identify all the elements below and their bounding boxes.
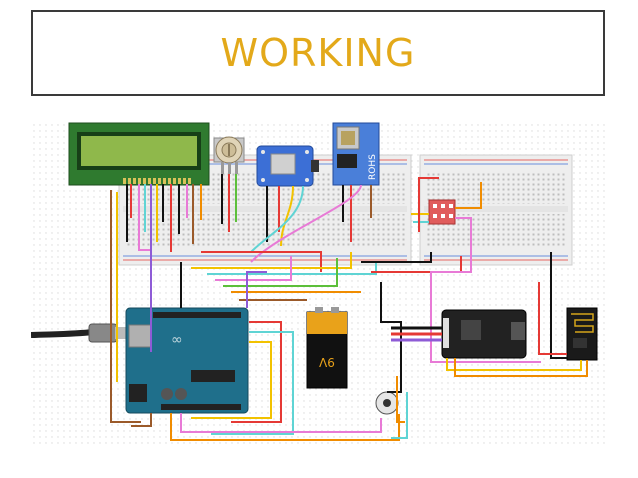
battery-label: 9V [318, 355, 335, 369]
wires [110, 174, 588, 441]
slide-title: WORKING [220, 31, 416, 75]
circuit-svg: ROHS ∞ 9V [30, 122, 607, 448]
potentiometer [213, 136, 245, 174]
title-box: WORKING [31, 10, 605, 96]
level-shifter [428, 199, 456, 225]
audio-module [441, 309, 527, 359]
nrf24-module [566, 307, 598, 361]
svg-text:∞: ∞ [171, 332, 183, 348]
sim-module-label: ROHS [368, 154, 378, 180]
sim-module: ROHS [332, 122, 380, 186]
battery-9v: 9V [306, 307, 348, 389]
vibration-motor [375, 391, 399, 415]
lcd-display [68, 122, 210, 186]
circuit-diagram: ROHS ∞ 9V [30, 122, 607, 448]
gps-module [256, 145, 319, 187]
arduino-uno: ∞ [125, 307, 249, 414]
